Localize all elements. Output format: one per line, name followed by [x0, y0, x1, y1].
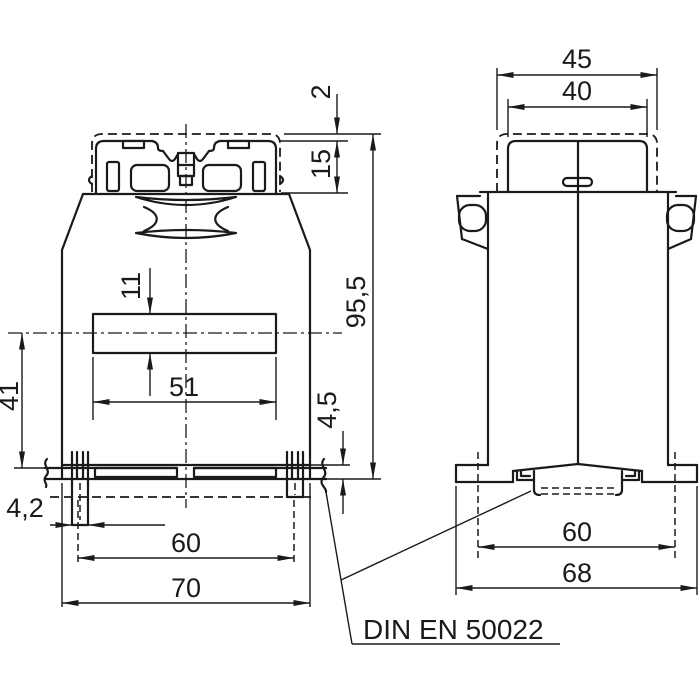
side-head-dashed-outline: [496, 133, 658, 192]
dim-rail-width: 60: [562, 517, 592, 547]
rail-front-segment-right: [192, 466, 278, 479]
terminal-center-step-left: [150, 139, 165, 153]
body-right-profile: [287, 192, 312, 481]
dim-head-width: 40: [562, 76, 592, 106]
leader-from-front-rail: [325, 491, 353, 645]
terminal-opening-large-left: [129, 163, 171, 193]
rail-channel-hooks: [515, 469, 641, 497]
rail-break-right: [320, 457, 328, 494]
terminal-vnotch-left: [161, 149, 180, 163]
side-base: [454, 462, 699, 484]
dim-base-width: 68: [562, 558, 592, 588]
dimensions: 2 15 95,5 11 51 41 4,5 4,2 60: [0, 44, 698, 607]
left-latch-bump: [87, 174, 94, 186]
spool-waist-left: [142, 205, 158, 233]
terminal-block-outline: [94, 139, 278, 195]
terminal-vnotch-right: [192, 149, 211, 163]
dim-window-height: 11: [116, 272, 146, 300]
terminal-center-step-right: [207, 139, 222, 153]
right-latch-bump: [278, 174, 285, 186]
side-flange-right: [665, 194, 698, 251]
rail-break-left: [43, 457, 49, 489]
body-left-profile: [60, 192, 85, 481]
dim-terminal-height: 15: [306, 149, 336, 179]
dim-window-width: 51: [169, 372, 199, 402]
terminal-top-notch-left: [121, 139, 146, 150]
terminal-opening-large-right: [201, 163, 243, 193]
rail-front-segment-left: [93, 466, 179, 479]
terminal-opening-small-right: [251, 160, 267, 193]
side-head-outline: [506, 139, 649, 194]
spool-top-lip: [134, 195, 238, 207]
side-head-slot: [561, 176, 594, 188]
clip-foot-left: [70, 450, 90, 527]
rail-standard-label: DIN EN 50022: [363, 614, 544, 645]
busbar-window: [91, 312, 278, 355]
terminal-opening-small-left: [105, 160, 121, 193]
din-rail-callout: DIN EN 50022: [325, 490, 560, 645]
leader-from-side-rail: [340, 490, 532, 581]
dim-overall-height: 95,5: [341, 276, 371, 329]
spool-waist-right: [214, 205, 230, 233]
front-view: [8, 124, 342, 527]
spool-bottom-lip: [134, 228, 238, 240]
terminal-top-notch-right: [226, 139, 251, 150]
dim-feet-spacing: 60: [171, 528, 201, 558]
terminal-dashed-outline: [91, 133, 281, 192]
clip-foot-right: [285, 450, 305, 499]
side-view: [454, 133, 699, 497]
center-screw-stem: [178, 174, 194, 187]
dim-foot-width: 4,2: [6, 493, 44, 523]
dim-center-to-base: 41: [0, 381, 24, 411]
dim-base-thickness: 4,5: [312, 391, 342, 429]
dim-rail-overhang: 2: [306, 84, 336, 99]
dim-head-outer-width: 45: [562, 44, 592, 74]
side-flange-left: [455, 194, 490, 251]
dim-body-width: 70: [171, 573, 201, 603]
